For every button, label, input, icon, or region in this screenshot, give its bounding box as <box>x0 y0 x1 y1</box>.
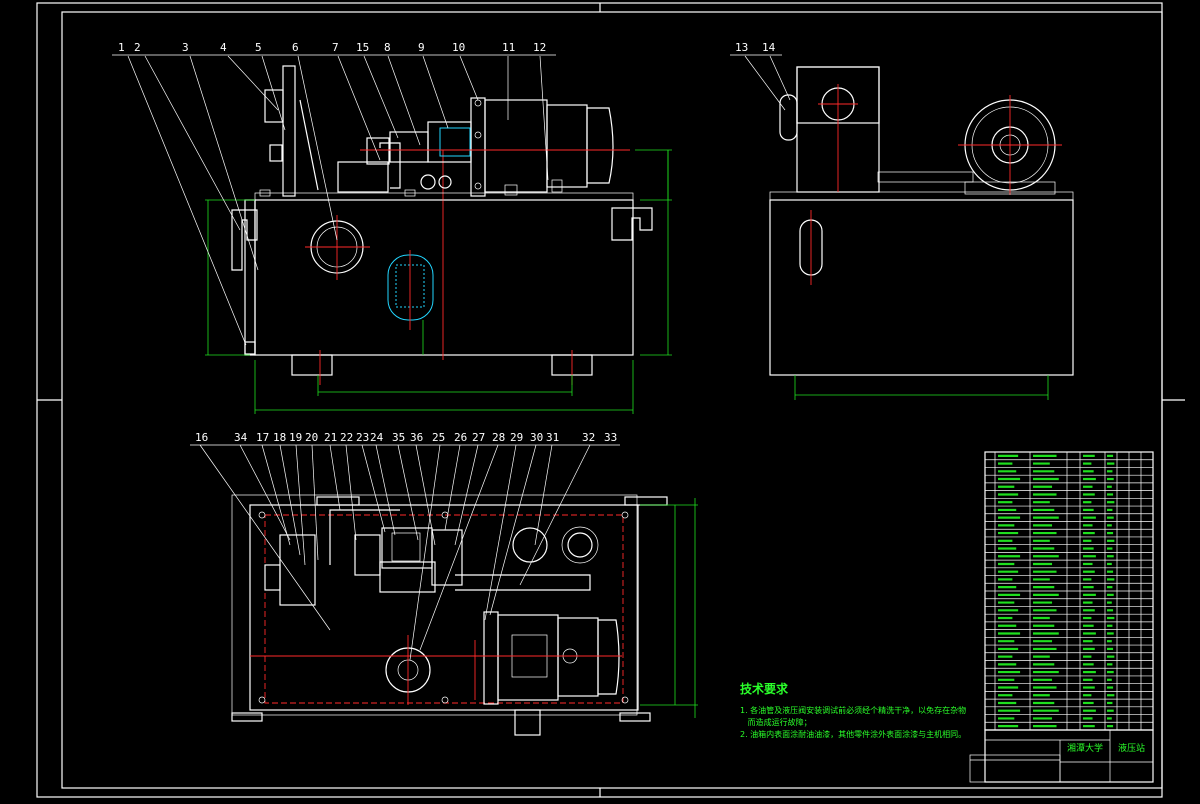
part-number: 33 <box>604 431 617 444</box>
title-block-drawing-title: 液压站 <box>1118 742 1145 754</box>
title-block: 湘潭大学 液压站 <box>969 729 1154 783</box>
part-number: 11 <box>502 41 515 54</box>
part-number: 6 <box>292 41 299 54</box>
part-number: 36 <box>410 431 423 444</box>
title-block-company: 湘潭大学 <box>1067 742 1103 754</box>
tech-requirements: 技术要求 1. 各油管及液压阀安装调试前必须经个精洗干净，以免存在杂物 而造成运… <box>740 680 972 741</box>
part-number: 8 <box>384 41 391 54</box>
part-number: 19 <box>289 431 302 444</box>
part-number: 24 <box>370 431 384 444</box>
part-number: 10 <box>452 41 465 54</box>
part-number: 3 <box>182 41 189 54</box>
part-number: 26 <box>454 431 467 444</box>
part-number: 14 <box>762 41 776 54</box>
tech-requirement-line: 而造成运行故障； <box>740 718 812 727</box>
part-number: 20 <box>305 431 318 444</box>
part-number: 1 <box>118 41 125 54</box>
sheet-border <box>36 2 1185 798</box>
part-number: 34 <box>234 431 248 444</box>
part-number: 32 <box>582 431 595 444</box>
part-number: 27 <box>472 431 485 444</box>
part-number: 7 <box>332 41 339 54</box>
part-number: 16 <box>195 431 208 444</box>
side-view <box>744 55 1074 400</box>
tech-requirement-line: 1. 各油管及液压阀安装调试前必须经个精洗干净，以免存在杂物 <box>740 706 967 715</box>
bill-of-materials <box>984 451 1154 731</box>
part-number: 4 <box>220 41 227 54</box>
part-number: 29 <box>510 431 523 444</box>
part-number: 30 <box>530 431 543 444</box>
part-number: 28 <box>492 431 505 444</box>
part-numbers-side: 13 14 <box>735 41 776 54</box>
part-number: 9 <box>418 41 425 54</box>
front-view <box>127 55 672 414</box>
part-number: 23 <box>356 431 369 444</box>
part-number: 17 <box>256 431 269 444</box>
tech-requirements-title: 技术要求 <box>740 682 789 696</box>
part-number-underlines <box>112 54 782 446</box>
top-view <box>199 444 698 736</box>
part-number: 15 <box>356 41 369 54</box>
part-number: 5 <box>255 41 262 54</box>
part-number: 25 <box>432 431 445 444</box>
part-number: 31 <box>546 431 559 444</box>
part-number: 22 <box>340 431 353 444</box>
part-number: 13 <box>735 41 748 54</box>
part-number: 18 <box>273 431 286 444</box>
part-numbers-front: 1 2 3 4 5 6 7 15 8 9 10 11 12 <box>118 41 546 54</box>
tech-requirement-line: 2. 油箱内表面涂耐油油漆，其他零件涂外表面涂漆与主机相同。 <box>740 730 967 739</box>
part-number: 2 <box>134 41 141 54</box>
part-number: 35 <box>392 431 405 444</box>
part-number: 21 <box>324 431 337 444</box>
part-numbers-top-view: 16 34 17 18 19 20 21 22 23 24 35 36 25 2… <box>195 431 617 444</box>
part-number: 12 <box>533 41 546 54</box>
